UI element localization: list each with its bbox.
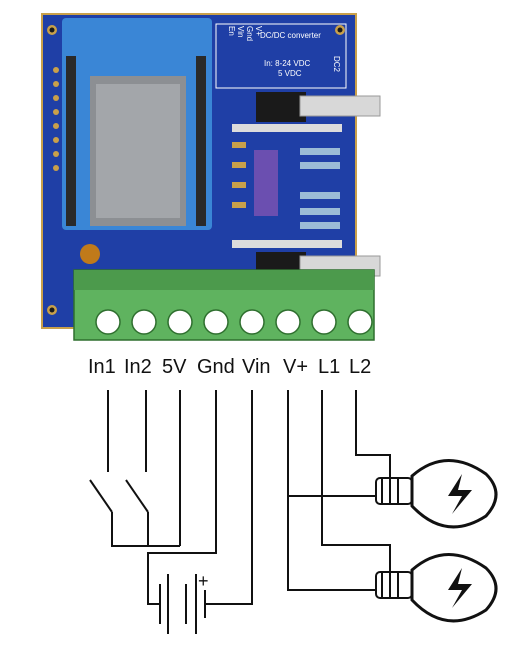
module-ref: DC2 bbox=[332, 56, 341, 73]
module-output: 5 VDC bbox=[278, 69, 302, 78]
resistor-array bbox=[300, 148, 340, 229]
battery: + bbox=[159, 571, 209, 634]
terminal-label-gnd: Gnd bbox=[197, 356, 235, 378]
header-labels: En Vin Gnd V+ bbox=[227, 26, 263, 41]
header-label-gnd: Gnd bbox=[245, 26, 254, 41]
terminal-screw-5v bbox=[167, 309, 193, 335]
terminal-label-in1: In1 bbox=[88, 356, 116, 378]
terminal-label-l1: L1 bbox=[318, 356, 340, 378]
terminal-screw-l1 bbox=[311, 309, 337, 335]
header-label-vin: Vin bbox=[236, 26, 245, 37]
capacitor bbox=[80, 244, 100, 264]
wire-gnd bbox=[147, 390, 217, 605]
terminal-block bbox=[73, 269, 375, 341]
wire-l1 bbox=[321, 390, 391, 572]
terminal-labels: In1 In2 5V Gnd Vin V+ L1 L2 bbox=[88, 356, 371, 378]
pin-header-left bbox=[53, 67, 59, 171]
terminal-label-vin: Vin bbox=[242, 356, 271, 378]
switch-in2 bbox=[125, 390, 149, 546]
header-label-vplus: V+ bbox=[254, 26, 263, 36]
terminal-label-vplus: V+ bbox=[283, 356, 308, 378]
optocoupler-ic bbox=[254, 150, 278, 216]
header-label-en: En bbox=[227, 26, 236, 36]
terminal-screw-in1 bbox=[95, 309, 121, 335]
battery-plus-label: + bbox=[198, 571, 209, 591]
mosfet-top bbox=[232, 92, 381, 132]
wemos-module bbox=[62, 18, 212, 230]
switch-in1 bbox=[89, 390, 180, 547]
terminal-screw-vplus bbox=[275, 309, 301, 335]
module-title: DC/DC converter bbox=[260, 31, 321, 40]
pin-header-middle bbox=[232, 142, 246, 208]
terminal-label-5v: 5V bbox=[162, 356, 187, 378]
terminal-screw-l2 bbox=[347, 309, 373, 335]
schematic-wiring bbox=[89, 390, 391, 605]
wire-vplus bbox=[287, 390, 382, 591]
wire-l2 bbox=[355, 390, 391, 478]
module-input: In: 8-24 VDC bbox=[264, 59, 310, 68]
bulb-top-icon bbox=[375, 459, 498, 529]
terminal-screw-vin bbox=[239, 309, 265, 335]
terminal-label-in2: In2 bbox=[124, 356, 152, 378]
dcdc-converter: DC/DC converter In: 8-24 VDC 5 VDC DC2 bbox=[215, 23, 347, 89]
bulb-bottom-icon bbox=[375, 553, 498, 623]
terminal-label-l2: L2 bbox=[349, 356, 371, 378]
wire-vin bbox=[205, 390, 253, 605]
terminal-screw-in2 bbox=[131, 309, 157, 335]
terminal-screw-gnd bbox=[203, 309, 229, 335]
